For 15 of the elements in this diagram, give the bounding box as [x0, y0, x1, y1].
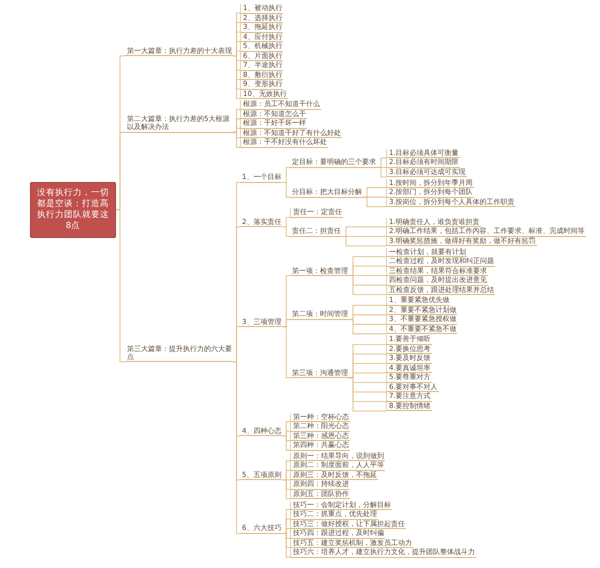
connector-line: [232, 132, 240, 148]
connector-line: [282, 480, 290, 500]
connector-line: [232, 55, 240, 99]
connector-line: [282, 326, 290, 378]
central-topic-box: 没有执行力，一切都是空谈：打造高执行力团队就要这8点: [30, 182, 116, 238]
connector-line: [348, 275, 386, 295]
connector-line: [282, 436, 290, 451]
connector-line: [362, 196, 386, 208]
connector-line: [376, 167, 386, 178]
connector-line: [342, 236, 386, 246]
connector-line: [282, 226, 290, 237]
connector-line: [282, 182, 290, 198]
connector-line: [282, 532, 290, 558]
connector-line: [116, 209, 126, 362]
connector-line: [232, 361, 240, 534]
